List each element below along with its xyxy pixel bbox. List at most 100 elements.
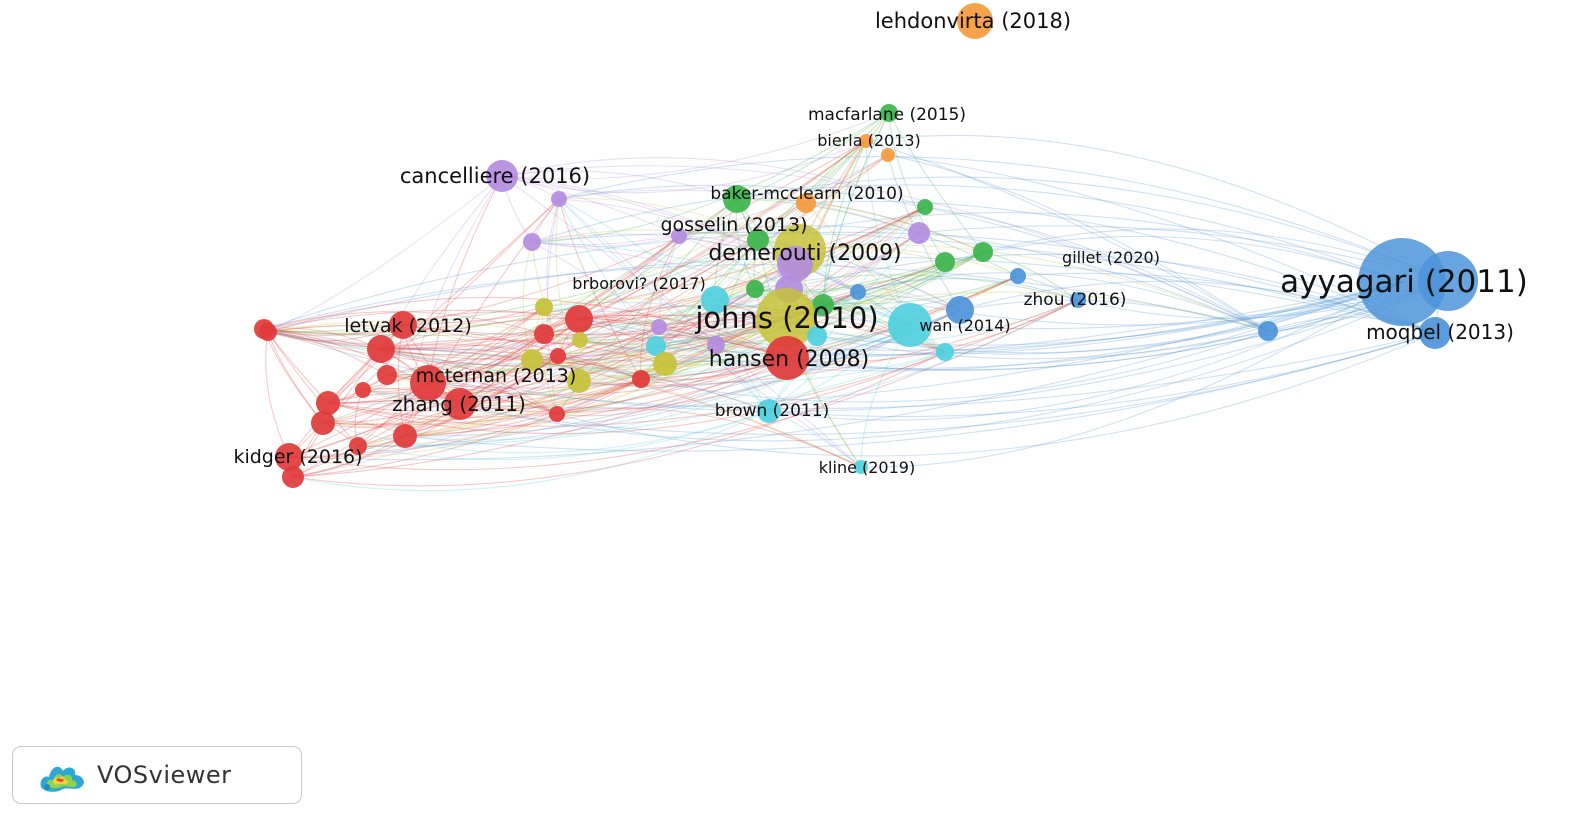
node-n-o1[interactable] (796, 193, 816, 213)
node-n-p4[interactable] (777, 246, 813, 282)
node-n-g1[interactable] (917, 199, 933, 215)
node-n-p2[interactable] (671, 228, 687, 244)
network-link-414 (292, 410, 770, 492)
network-link-30 (578, 154, 889, 382)
network-link-191 (768, 281, 1403, 421)
node-n-r1[interactable] (565, 305, 593, 333)
node-n-r11[interactable] (549, 406, 565, 422)
network-link-370 (531, 352, 666, 365)
node-moqbel[interactable] (1419, 317, 1451, 349)
network-link-391 (404, 378, 642, 437)
node-n-p8[interactable] (707, 336, 725, 354)
network-link-2 (757, 112, 890, 241)
node-lehdonvirta[interactable] (957, 3, 993, 39)
label-hansen[interactable]: hansen (2008) (709, 347, 869, 372)
network-link-128 (263, 249, 801, 333)
node-n-b3[interactable] (946, 296, 974, 324)
node-n-r6[interactable] (550, 348, 566, 364)
node-macfarlane[interactable] (880, 104, 898, 122)
label-johns[interactable]: johns (2010) (694, 301, 878, 335)
label-zhou[interactable]: zhou (2016) (1024, 290, 1127, 310)
node-n-p5[interactable] (523, 233, 541, 251)
node-ayyagari[interactable] (1358, 238, 1446, 326)
node-n-r12[interactable] (311, 411, 335, 435)
node-n-r7[interactable] (632, 370, 650, 388)
label-brborovi[interactable]: brborovi? (2017) (572, 274, 705, 293)
label-bierla[interactable]: bierla (2013) (817, 131, 921, 150)
node-johns[interactable] (756, 288, 816, 348)
node-n-y2[interactable] (572, 332, 588, 348)
node-bierla2[interactable] (881, 148, 895, 162)
node-n-g3[interactable] (973, 242, 993, 262)
node-n-b5[interactable] (1070, 292, 1086, 308)
network-link-332 (265, 331, 290, 458)
network-link-53 (558, 198, 657, 347)
node-n-y1[interactable] (535, 298, 553, 316)
node-n-p1[interactable] (551, 191, 567, 207)
label-brown[interactable]: brown (2011) (715, 401, 829, 421)
label-macfarlane[interactable]: macfarlane (2015) (808, 105, 966, 125)
node-n-r10[interactable] (316, 391, 340, 415)
node-n-g2[interactable] (935, 252, 955, 272)
network-link-193 (860, 281, 1403, 468)
node-n-r4[interactable] (534, 324, 554, 344)
node-n-p7[interactable] (651, 319, 667, 335)
node-zhang[interactable] (444, 388, 476, 420)
label-gosselin[interactable]: gosselin (2013) (661, 214, 808, 236)
network-link-19 (865, 140, 1269, 332)
node-n-c1[interactable] (701, 286, 729, 314)
network-nodes (254, 3, 1478, 488)
node-mcternan[interactable] (410, 365, 446, 401)
node-kline[interactable] (854, 460, 868, 474)
node-n-y4[interactable] (653, 352, 677, 376)
node-ayyagari2[interactable] (1418, 251, 1478, 311)
network-link-331 (267, 331, 359, 447)
network-link-16 (822, 140, 867, 306)
label-mcternan[interactable]: mcternan (2013) (416, 365, 577, 387)
label-baker-mcclearn[interactable]: baker-mcclearn (2010) (710, 184, 903, 204)
node-n-c3[interactable] (936, 343, 954, 361)
node-letvak[interactable] (389, 311, 417, 339)
node-n-r8[interactable] (377, 365, 397, 385)
node-n-g4[interactable] (746, 280, 764, 298)
node-n-b2[interactable] (850, 284, 866, 300)
label-kline[interactable]: kline (2019) (819, 458, 915, 477)
label-zhang[interactable]: zhang (2011) (392, 392, 526, 416)
node-brown[interactable] (757, 399, 781, 423)
node-n-y3[interactable] (521, 349, 543, 371)
label-moqbel[interactable]: moqbel (2013) (1366, 320, 1514, 344)
label-cancelliere[interactable]: cancelliere (2016) (400, 164, 590, 188)
network-link-110 (543, 235, 680, 335)
network-link-323 (263, 328, 558, 415)
label-kidger[interactable]: kidger (2016) (233, 446, 362, 468)
node-n-b4[interactable] (1258, 321, 1278, 341)
node-n-b1[interactable] (1010, 268, 1026, 284)
node-n-c5[interactable] (807, 326, 827, 346)
node-n-r13[interactable] (393, 424, 417, 448)
network-link-102 (288, 239, 759, 458)
node-kidger[interactable] (275, 443, 303, 471)
node-n-y5[interactable] (567, 369, 591, 393)
node-n-r9[interactable] (355, 382, 371, 398)
label-demerouti[interactable]: demerouti (2009) (708, 241, 901, 266)
node-gosselin[interactable] (747, 229, 769, 251)
node-n-r15[interactable] (282, 466, 304, 488)
node-cancelliere[interactable] (486, 160, 518, 192)
label-wan[interactable]: wan (2014) (919, 316, 1010, 335)
node-n-r14[interactable] (349, 437, 367, 455)
node-bierla[interactable] (859, 134, 873, 148)
label-lehdonvirta[interactable]: lehdonvirta (2018) (875, 9, 1071, 33)
node-n-r5[interactable] (367, 335, 395, 363)
label-gillet[interactable]: gillet (2020) (1062, 248, 1160, 267)
network-link-84 (578, 206, 926, 320)
label-letvak[interactable]: letvak (2012) (344, 315, 472, 337)
node-n-c2[interactable] (888, 303, 932, 347)
node-n-p3[interactable] (908, 222, 930, 244)
node-n-g5[interactable] (812, 294, 834, 316)
node-baker[interactable] (723, 185, 751, 213)
node-n-r3[interactable] (259, 323, 277, 341)
node-hansen[interactable] (765, 336, 809, 380)
label-ayyagari[interactable]: ayyagari (2011) (1280, 264, 1528, 300)
node-n-c4[interactable] (646, 336, 666, 356)
